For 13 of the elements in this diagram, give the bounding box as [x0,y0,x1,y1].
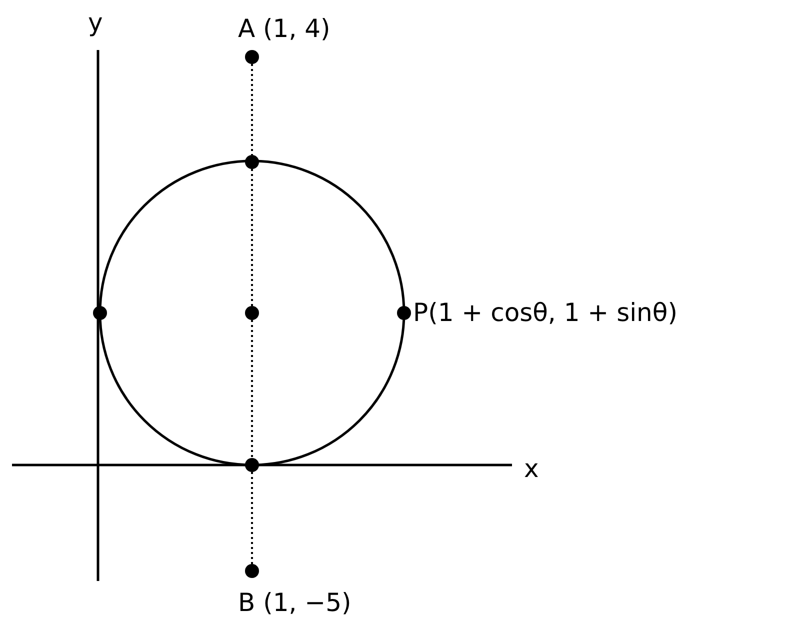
axis-label: y [88,8,103,38]
dotted-line [251,320,253,458]
point-marker [245,306,259,320]
point-label: B (1, −5) [238,588,352,618]
point-marker [245,155,259,169]
dotted-line [251,472,253,564]
axis-label: x [524,454,539,484]
dotted-line [251,169,253,306]
point-label: P(1 + cosθ, 1 + sinθ) [413,298,678,328]
point-marker [93,306,107,320]
point-marker [245,458,259,472]
dotted-line [251,64,253,155]
point-label: A (1, 4) [238,14,330,44]
